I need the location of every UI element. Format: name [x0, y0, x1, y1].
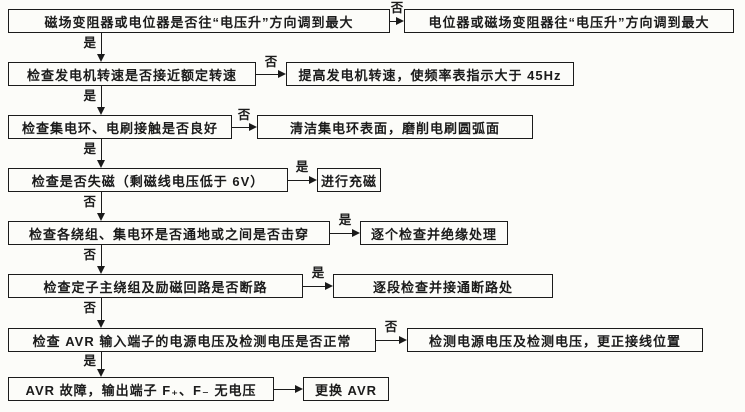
arrow-right-line-3	[232, 127, 249, 128]
branch-label-6: 是	[311, 266, 325, 280]
down-label-4: 否	[83, 195, 96, 209]
arrow-down-line-2	[101, 86, 102, 107]
conclusion-box: AVR 故障，输出端子 F₊、F₋ 无电压	[8, 377, 274, 401]
arrow-down-line-5	[101, 245, 102, 266]
arrow-right-line-1	[390, 21, 396, 22]
down-label-1: 是	[83, 36, 96, 50]
arrow-down-head-6	[97, 320, 105, 328]
action-box-1: 电位器或磁场变阻器往“电压升”方向调到最大	[404, 9, 734, 33]
branch-label-2: 否	[264, 55, 278, 69]
decision-box-7: 检查 AVR 输入端子的电源电压及检测电压是否正常	[8, 328, 376, 352]
decision-box-6: 检查定子主绕组及励磁回路是否断路	[8, 274, 303, 298]
arrow-down-line-6	[101, 298, 102, 320]
arrow-right-head-8	[295, 385, 303, 393]
arrow-down-line-4	[101, 192, 102, 213]
arrow-down-line-3	[101, 139, 102, 160]
arrow-down-head-3	[97, 160, 105, 168]
arrow-down-head-1	[97, 54, 105, 62]
down-label-6: 否	[83, 301, 96, 315]
arrow-down-head-5	[97, 266, 105, 274]
arrow-down-line-1	[101, 33, 102, 54]
branch-label-4: 是	[295, 160, 309, 174]
arrow-right-line-6	[303, 286, 325, 287]
arrow-right-head-7	[399, 336, 407, 344]
decision-box-3: 检查集电环、电刷接触是否良好	[8, 115, 232, 139]
arrow-down-head-2	[97, 107, 105, 115]
decision-box-2: 检查发电机转速是否接近额定转速	[8, 62, 256, 86]
arrow-down-line-7	[101, 352, 102, 369]
arrow-down-head-4	[97, 213, 105, 221]
arrow-right-line-4	[288, 180, 309, 181]
arrow-down-head-7	[97, 369, 105, 377]
arrow-right-head-4	[309, 176, 317, 184]
arrow-right-head-5	[352, 229, 360, 237]
arrow-right-line-7	[376, 340, 399, 341]
decision-box-5: 检查各绕组、集电环是否通地或之间是否击穿	[8, 221, 330, 245]
decision-box-4: 检查是否失磁（剩磁线电压低于 6V）	[8, 168, 288, 192]
arrow-right-line-2	[256, 74, 278, 75]
action-box-3: 清洁集电环表面，磨削电刷圆弧面	[257, 115, 533, 139]
arrow-right-head-3	[249, 123, 257, 131]
arrow-right-line-8	[274, 389, 295, 390]
action-box-6: 逐段检查并接通断路处	[333, 274, 553, 298]
down-label-3: 是	[83, 142, 96, 156]
action-box-4: 进行充磁	[317, 168, 381, 192]
action-box-2: 提高发电机转速，使频率表指示大于 45Hz	[286, 62, 574, 86]
branch-label-7: 否	[384, 320, 398, 334]
branch-label-1: 否	[390, 1, 404, 15]
action-box-8: 更换 AVR	[303, 377, 389, 401]
down-label-5: 否	[83, 248, 96, 262]
down-label-2: 是	[83, 89, 96, 103]
arrow-right-head-6	[325, 282, 333, 290]
decision-box-1: 磁场变阻器或电位器是否往“电压升”方向调到最大	[8, 9, 390, 33]
action-box-5: 逐个检查并绝缘处理	[360, 221, 508, 245]
arrow-right-line-5	[330, 233, 352, 234]
arrow-right-head-1	[396, 17, 404, 25]
branch-label-3: 否	[237, 108, 251, 122]
branch-label-5: 是	[338, 213, 352, 227]
down-label-7: 是	[83, 354, 96, 368]
arrow-right-head-2	[278, 70, 286, 78]
action-box-7: 检测电源电压及检测电压，更正接线位置	[407, 328, 703, 352]
